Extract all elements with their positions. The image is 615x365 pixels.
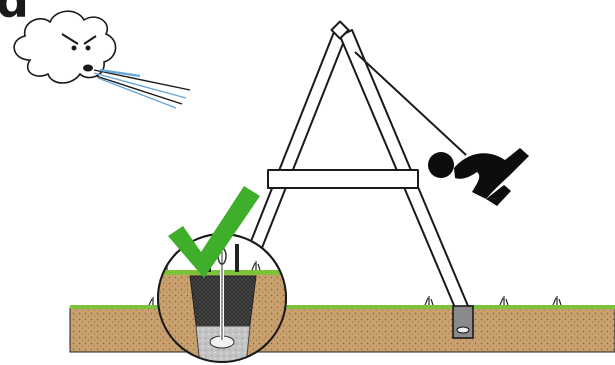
wind-gust	[93, 68, 191, 109]
child-on-swing-icon	[428, 148, 529, 206]
corner-letter: d	[0, 0, 29, 28]
check-mark-icon	[168, 186, 260, 278]
anchor-cutaway-circle	[157, 233, 287, 363]
angry-cloud-icon	[13, 10, 117, 84]
grass-tufts	[148, 296, 562, 306]
swing-rope	[354, 51, 467, 156]
ground	[69, 305, 615, 353]
right-leg-anchor	[452, 305, 474, 339]
